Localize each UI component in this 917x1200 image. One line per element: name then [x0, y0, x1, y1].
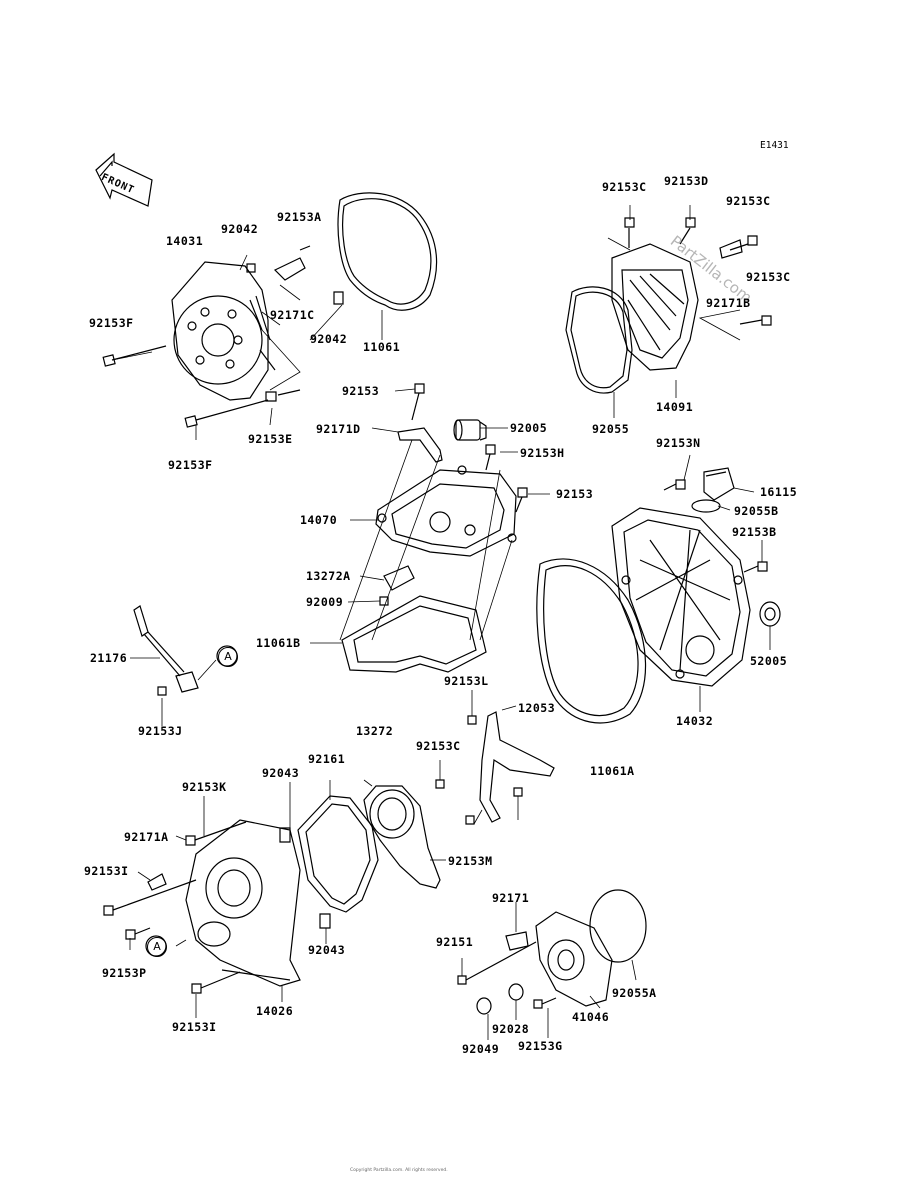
oring-92055b	[692, 500, 720, 512]
callout-label: 13272A	[306, 569, 351, 583]
callout-label: 14070	[300, 513, 338, 527]
callout-label: 92153F	[168, 458, 213, 472]
callout-label: 92049	[462, 1042, 500, 1056]
callout-label: 92153	[342, 384, 380, 398]
callout-label: 92151	[436, 935, 474, 949]
callout-label: 14091	[656, 400, 694, 414]
sensor-21176	[134, 606, 198, 695]
callout-label: 92153I	[172, 1020, 217, 1034]
callout-label: 92055A	[612, 986, 657, 1000]
ref-marker-a-1: A	[218, 647, 238, 667]
callout-label: 92153H	[520, 446, 565, 460]
callout-label: 92171C	[270, 308, 315, 322]
bolts-14070	[380, 384, 527, 605]
callout-label: 92153L	[444, 674, 489, 688]
cover-14031	[172, 262, 275, 400]
callout-label: 92153C	[602, 180, 647, 194]
fitting-92005	[454, 420, 486, 440]
callout-label: 92153G	[518, 1039, 563, 1053]
cap-16115	[704, 468, 734, 500]
callout-label: 92171B	[706, 296, 751, 310]
gasket-11061b	[310, 596, 486, 672]
callout-label: 92153K	[182, 780, 227, 794]
cover-14091	[612, 244, 698, 370]
cover-14026	[186, 820, 300, 986]
callout-label: 92153C	[416, 739, 461, 753]
callout-label: 92055B	[734, 504, 779, 518]
callout-label: 14031	[166, 234, 204, 248]
diagram-code: E1431	[760, 140, 789, 151]
callout-label: 41046	[572, 1010, 610, 1024]
gasket-92055	[566, 287, 632, 418]
callout-label: 92153F	[89, 316, 134, 330]
callout-label: 92153D	[664, 174, 709, 188]
ref-marker-a-2: A	[147, 937, 167, 957]
callout-label: 92153M	[448, 854, 493, 868]
callout-label: 14032	[676, 714, 714, 728]
bolts-14032	[664, 480, 767, 572]
callout-label: 92005	[510, 421, 548, 435]
callout-label: 92153	[556, 487, 594, 501]
callout-label: 13272	[356, 724, 394, 738]
callout-label: 92153C	[746, 270, 791, 284]
callout-label: 92171A	[124, 830, 169, 844]
callout-label: 92153I	[84, 864, 129, 878]
bolts-41046	[458, 942, 556, 1014]
front-arrow-icon	[96, 154, 152, 206]
bracket-12053	[466, 712, 554, 824]
callout-label: 92042	[310, 332, 348, 346]
callout-label: 92009	[306, 595, 344, 609]
callout-label: 92153P	[102, 966, 147, 980]
callout-label: 92171	[492, 891, 530, 905]
footer-text: Copyright Partzilla.com. All rights rese…	[350, 1168, 448, 1173]
callout-label: 21176	[90, 651, 128, 665]
callout-label: 14026	[256, 1004, 294, 1018]
seal-52005	[760, 602, 780, 626]
callout-label: 92153B	[732, 525, 777, 539]
gasket-92161	[298, 796, 378, 912]
callout-label: 11061	[363, 340, 401, 354]
callout-label: 92153A	[277, 210, 322, 224]
callout-label: 92042	[221, 222, 259, 236]
cover-41046	[536, 912, 612, 1006]
plate-13272	[364, 780, 444, 888]
callout-label: 92028	[492, 1022, 530, 1036]
callout-label: 92153J	[138, 724, 183, 738]
clamp-92171	[506, 932, 528, 950]
gasket-11061a	[537, 559, 646, 723]
bolts-14091	[625, 218, 771, 325]
callout-label: 92055	[592, 422, 630, 436]
callout-label: 92043	[262, 766, 300, 780]
bolts-14031	[103, 246, 343, 427]
cover-14032	[612, 508, 750, 686]
callout-label: 52005	[750, 654, 788, 668]
callout-label: 16115	[760, 485, 798, 499]
callout-label: 92153E	[248, 432, 293, 446]
callout-label: 11061B	[256, 636, 301, 650]
callout-label: 92043	[308, 943, 346, 957]
callout-label: 92153C	[726, 194, 771, 208]
gasket-11061	[338, 193, 437, 310]
callout-label: 92171D	[316, 422, 361, 436]
callout-label: 11061A	[590, 764, 635, 778]
bracket-92171d	[398, 428, 442, 462]
bolts-14026	[104, 822, 330, 993]
callout-label: 12053	[518, 701, 556, 715]
callout-label: 92153N	[656, 436, 701, 450]
oring-92055a	[590, 890, 646, 962]
callout-label: 92161	[308, 752, 346, 766]
cover-14070	[376, 466, 516, 556]
